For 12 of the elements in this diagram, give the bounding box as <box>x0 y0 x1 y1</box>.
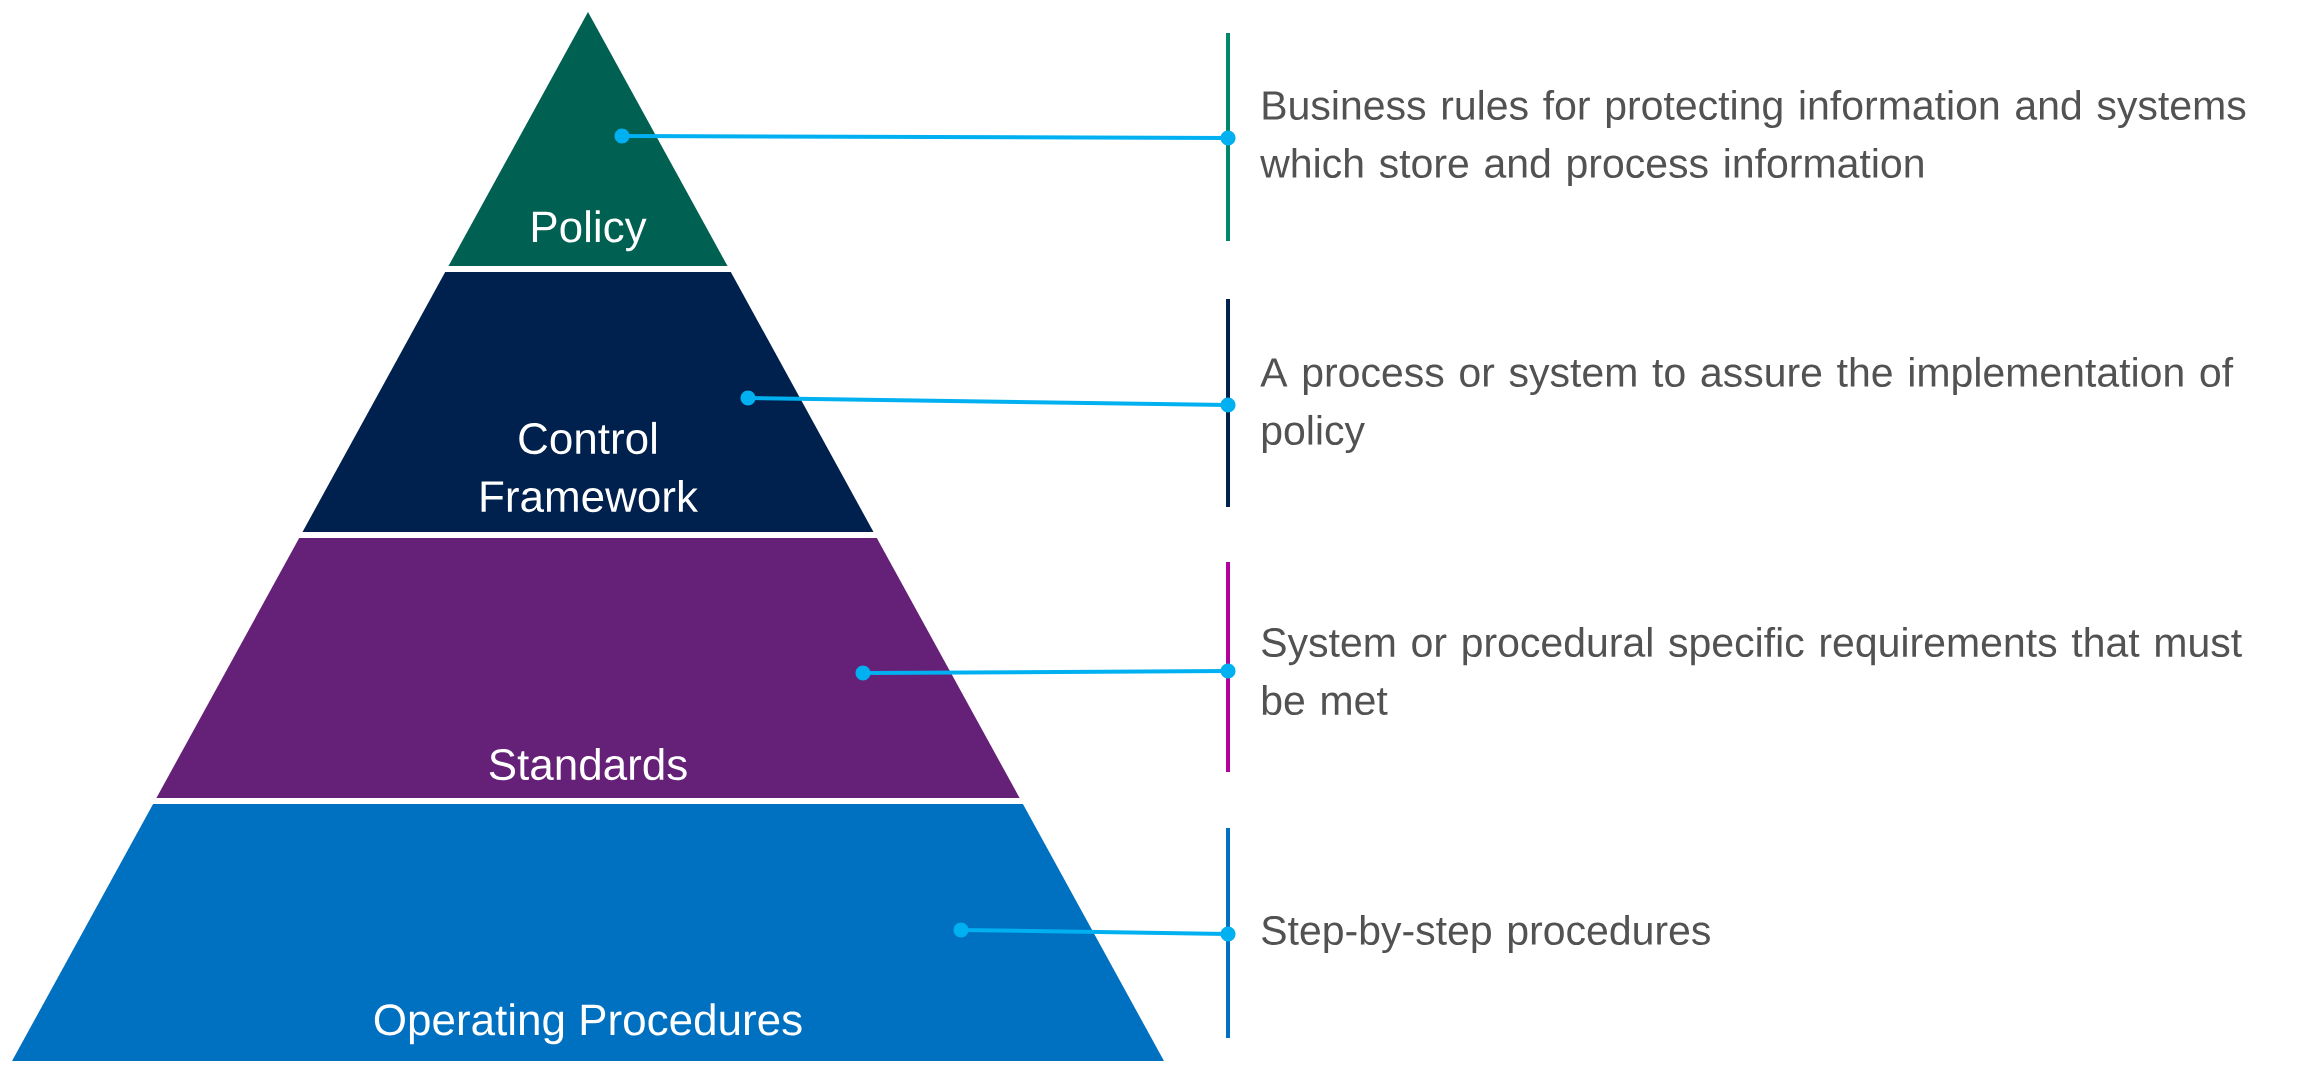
pyramid-tier: Operating Procedures <box>12 804 1164 1061</box>
leader-line <box>855 663 1236 681</box>
annotation-text: Business rules for protecting information and systems which store and process information <box>1226 33 2246 241</box>
annotation-text: System or procedural specific requirements that must be met <box>1226 562 2242 772</box>
annotation-text: Step-by-step procedures <box>1226 828 1710 1038</box>
pyramid-tier: Standards <box>156 538 1020 798</box>
leader-line <box>953 922 1236 942</box>
leader-line <box>614 128 1236 146</box>
pyramid-tier: Control Framework <box>302 272 874 532</box>
annotation-text: A process or system to assure the implementation of policy <box>1226 299 2234 507</box>
pyramid-tier: Policy <box>448 12 728 266</box>
leader-line <box>740 390 1236 413</box>
